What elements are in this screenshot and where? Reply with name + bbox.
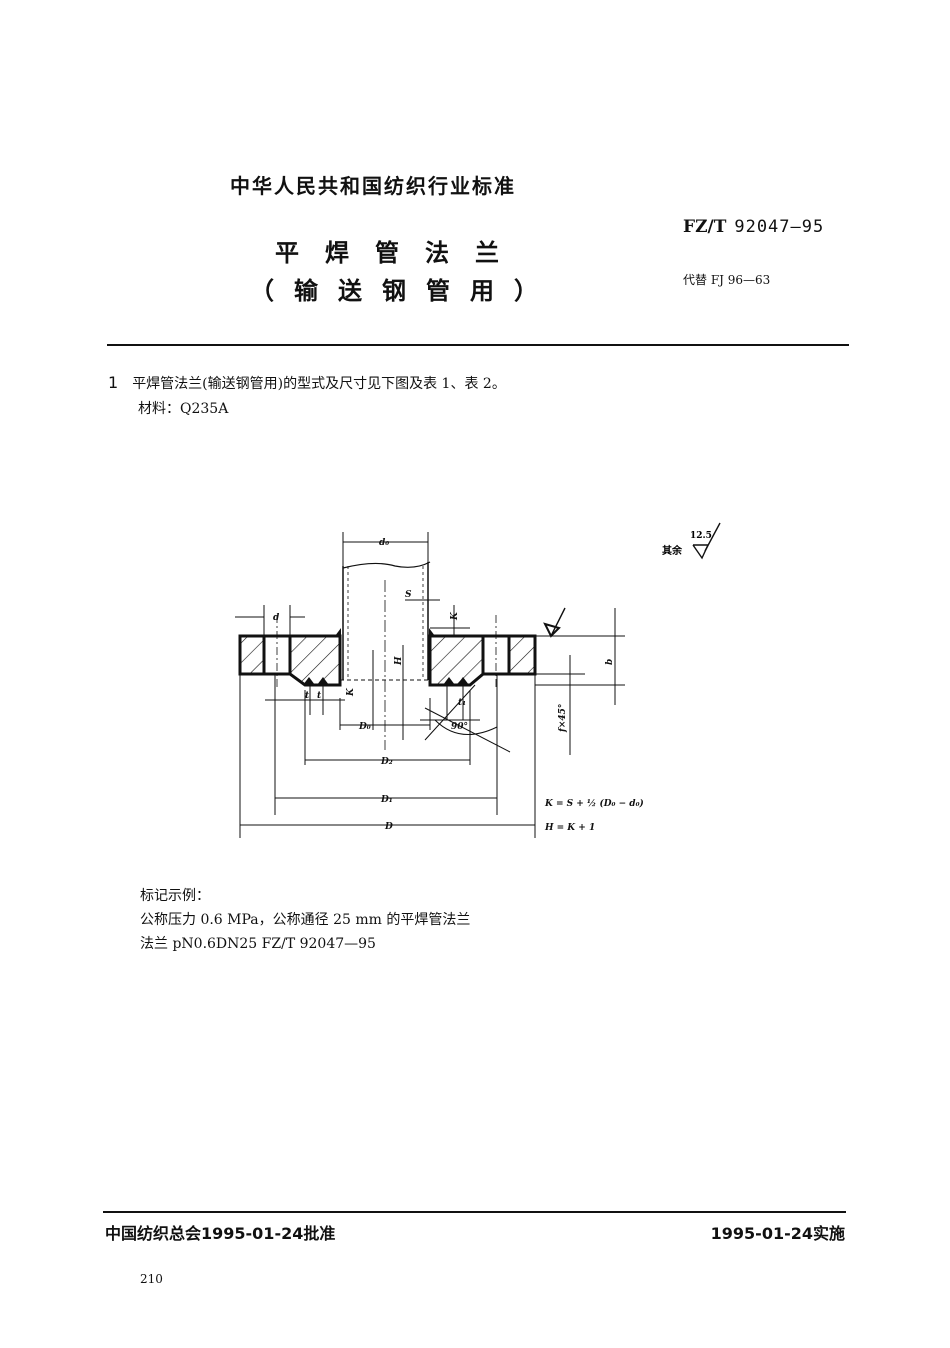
clause-1: 1 平焊管法兰(输送钢管用)的型式及尺寸见下图及表 1、表 2。 bbox=[108, 373, 506, 393]
label-chamfer: f×45° bbox=[558, 704, 568, 733]
header-divider bbox=[107, 344, 849, 346]
label-s: S bbox=[405, 590, 412, 600]
flange-body bbox=[238, 628, 537, 687]
label-b: b bbox=[605, 659, 615, 665]
marking-example-heading: 标记示例： bbox=[140, 888, 210, 904]
pipe bbox=[342, 561, 431, 750]
standard-number: FZ/T 92047—95 bbox=[683, 217, 824, 237]
label-k-top: K bbox=[450, 611, 460, 621]
marking-example-description: 公称压力 0.6 MPa，公称通径 25 mm 的平焊管法兰 bbox=[140, 912, 471, 928]
roughness-label: 其余 bbox=[662, 544, 683, 557]
roughness-tick-icon bbox=[704, 522, 721, 552]
weld-symbol-icon bbox=[543, 607, 566, 638]
page-number: 210 bbox=[140, 1272, 163, 1286]
dimension-lines bbox=[235, 532, 625, 838]
clause-number: 1 bbox=[108, 373, 119, 392]
label-k-bottom: K bbox=[346, 687, 356, 697]
document-title: 平焊管法兰 bbox=[275, 239, 525, 267]
label-t-1: t bbox=[305, 691, 310, 701]
approval-date: 中国纺织总会1995-01-24批准 bbox=[105, 1224, 336, 1243]
standard-prefix: FZ/T bbox=[683, 217, 727, 237]
label-angle: 90° bbox=[451, 722, 468, 732]
formula-h: H = K + 1 bbox=[544, 823, 595, 833]
standard-code: 92047—95 bbox=[734, 217, 825, 237]
label-d: d bbox=[273, 613, 280, 623]
roughness-value: 12.5 bbox=[690, 531, 712, 541]
label-d0: d₀ bbox=[379, 538, 389, 548]
surface-roughness-symbol: 其余 12.5 bbox=[660, 520, 740, 570]
footer-divider bbox=[103, 1211, 846, 1213]
label-d2: D₂ bbox=[380, 757, 393, 767]
label-d0-upper: D₀ bbox=[358, 722, 371, 732]
roughness-triangle-icon bbox=[692, 544, 710, 560]
replaces-note: 代替 FJ 96—63 bbox=[683, 273, 771, 287]
clause-text: 平焊管法兰(输送钢管用)的型式及尺寸见下图及表 1、表 2。 bbox=[132, 376, 506, 392]
label-d1: D₁ bbox=[380, 795, 393, 805]
label-t-2: t bbox=[317, 691, 322, 701]
label-d-outer: D bbox=[384, 822, 393, 832]
marking-example-code: 法兰 pN0.6DN25 FZ/T 92047—95 bbox=[140, 936, 376, 952]
flange-drawing: d₀ d S K H K b t t t₁ D₀ 90° f×45° D₂ D₁… bbox=[225, 520, 675, 850]
document-subtitle: （输送钢管用） bbox=[250, 277, 558, 305]
flange-section-svg: d₀ d S K H K b t t t₁ D₀ 90° f×45° D₂ D₁… bbox=[235, 532, 644, 838]
effective-date: 1995-01-24实施 bbox=[710, 1224, 845, 1243]
organization-title: 中华人民共和国纺织行业标准 bbox=[230, 174, 516, 198]
formula-k: K = S + ½ (D₀ − d₀) bbox=[544, 798, 644, 809]
label-t1: t₁ bbox=[458, 698, 466, 708]
material-spec: 材料：Q235A bbox=[138, 401, 229, 417]
label-h: H bbox=[394, 656, 404, 666]
